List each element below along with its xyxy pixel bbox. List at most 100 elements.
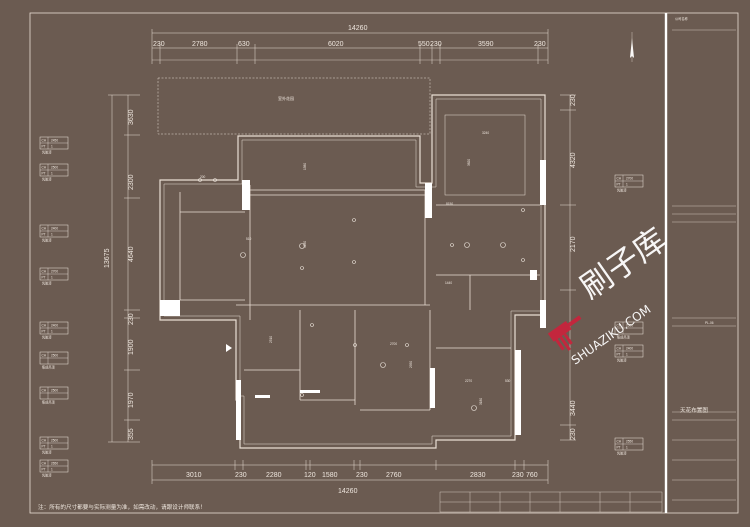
room-dim-2700: 2700	[390, 342, 397, 346]
dim-left-1: 3630	[128, 109, 135, 125]
tag-label: 集成吊顶	[42, 400, 56, 405]
room-garden-label: 室外花园	[278, 95, 294, 101]
tag-number: 1	[51, 468, 53, 472]
dim-bottom-10: 760	[526, 472, 538, 479]
dim-bottom-1: 3010	[186, 472, 202, 479]
kitchen-ceiling-box	[444, 114, 526, 196]
dim-top-8: 230	[534, 41, 546, 48]
tag-type: CH	[42, 324, 47, 328]
tag-material: PT	[617, 353, 621, 357]
bottom-note: 注：所有的尺寸都要与实际测量为准，如需改动，请跟设计师联系！	[38, 503, 206, 511]
room-dim-510: 510	[246, 237, 252, 241]
tag-height: 2500	[51, 439, 58, 443]
dim-right-3: 2170	[570, 236, 577, 252]
right-tag-2: CH 2500 集成吊顶	[614, 321, 644, 340]
tag-material: PT	[42, 233, 46, 237]
dim-bottom-6: 230	[356, 472, 368, 479]
dim-bottom-4: 120	[304, 472, 316, 479]
dim-top-2: 2780	[192, 41, 208, 48]
watermark-brand: 刷子库	[573, 220, 673, 306]
dim-right-1: 230	[570, 94, 577, 106]
tag-height: 2500	[51, 354, 58, 358]
tag-type: CH	[617, 440, 622, 444]
dim-bottom-5: 1580	[322, 472, 338, 479]
tag-label: 乳胶漆	[617, 358, 627, 363]
tag-number: 1	[51, 445, 53, 449]
tag-type: CH	[42, 139, 47, 143]
dim-right-2: 4320	[570, 152, 577, 168]
inner-walls	[163, 98, 542, 445]
tag-type: CH	[617, 347, 622, 351]
tag-height: 2400	[626, 347, 633, 351]
tag-type: CH	[42, 462, 47, 466]
tag-number: 1	[51, 276, 53, 280]
room-dim-530: 530	[505, 379, 511, 383]
tag-type: CH	[617, 324, 622, 328]
left-dimensions: 13675 3630 2300 4640 230 1900 1970 355	[104, 94, 140, 443]
dim-left-7: 355	[128, 428, 135, 440]
watermark-url: SHUAZIKU.COM	[569, 302, 654, 367]
tag-label: 集成吊顶	[617, 335, 631, 340]
tag-material: PT	[42, 276, 46, 280]
room-dim-200: 200	[200, 175, 206, 179]
tag-label: 乳胶漆	[42, 335, 52, 340]
outer-walls	[159, 94, 546, 449]
title-block-company: 公司名称	[675, 16, 689, 21]
tag-label: 乳胶漆	[617, 188, 627, 193]
tag-material: PT	[42, 172, 46, 176]
entry-arrow-icon	[226, 344, 232, 352]
tag-type: CH	[42, 166, 47, 170]
tag-label: 乳胶漆	[42, 450, 52, 455]
tag-type: CH	[617, 177, 622, 181]
room-dim-3820: 3820	[467, 159, 471, 166]
tag-height: 2400	[51, 324, 58, 328]
dim-right-5: 230	[570, 428, 577, 440]
bottom-dimensions: 3010 230 2280 120 1580 230 2760 2830 230…	[151, 460, 549, 495]
dim-left-4: 230	[128, 313, 135, 325]
dim-top-3: 630	[238, 41, 250, 48]
tag-label: 乳胶漆	[42, 238, 52, 243]
tag-label: 乳胶漆	[42, 281, 52, 286]
tag-height: 2500	[626, 324, 633, 328]
tag-type: CH	[42, 227, 47, 231]
room-dim-2510: 2510	[269, 336, 273, 343]
legend-table	[439, 491, 663, 513]
title-block-drawing-title: 天花布置图	[680, 406, 708, 414]
tag-type: CH	[42, 389, 47, 393]
dim-top-4: 6020	[328, 41, 344, 48]
dim-top-7: 3590	[478, 41, 494, 48]
tag-height: 2500	[51, 166, 58, 170]
tag-number: 1	[51, 145, 53, 149]
tag-number: 1	[51, 233, 53, 237]
dim-top-5: 550	[418, 41, 430, 48]
dim-top-1: 230	[153, 41, 165, 48]
tag-material: PT	[42, 330, 46, 334]
dim-left-overall: 13675	[104, 248, 111, 268]
dim-bottom-2: 230	[235, 472, 247, 479]
tag-label: 乳胶漆	[42, 473, 52, 478]
tag-height: 2700	[51, 270, 58, 274]
tag-type: CH	[42, 439, 47, 443]
tag-label: 乳胶漆	[617, 451, 627, 456]
dim-bottom-7: 2760	[386, 472, 402, 479]
room-dim-2270: 2270	[465, 379, 472, 383]
tag-number: 1	[626, 183, 628, 187]
dim-bottom-3: 2280	[266, 472, 282, 479]
room-dim-8150: 8150	[446, 202, 453, 206]
tag-height: 2400	[51, 227, 58, 231]
tag-material: PT	[42, 445, 46, 449]
dim-left-6: 1970	[128, 392, 135, 408]
